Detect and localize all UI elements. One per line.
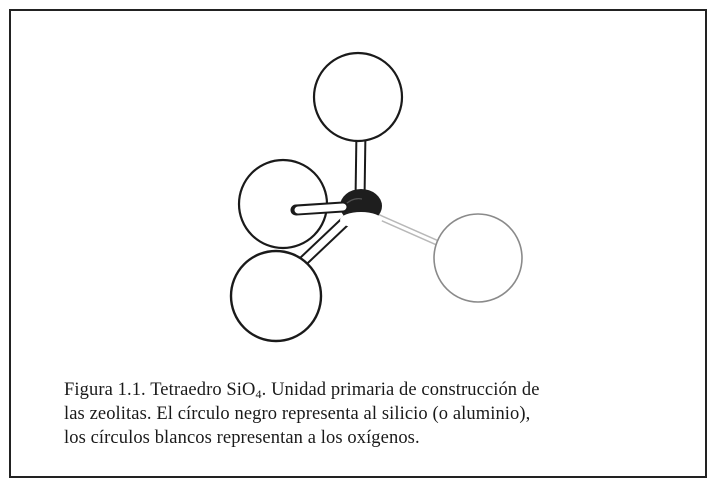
bond-left [290, 201, 349, 216]
caption-line-1-text: . Unidad primaria de construcción de [261, 380, 540, 400]
figure-caption: Figura 1.1. Tetraedro SiO4. Unidad prima… [64, 378, 704, 450]
oxygen-atom-lower-left [229, 249, 323, 343]
caption-line-1: Figura 1.1. Tetraedro SiO4. Unidad prima… [64, 378, 704, 402]
caption-formula: Tetraedro SiO [150, 380, 256, 400]
caption-formula-subscript: 4 [255, 387, 262, 401]
bond-right [370, 211, 442, 247]
caption-line-3: los círculos blancos representan a los o… [64, 428, 420, 448]
caption-label: Figura 1.1. [64, 380, 146, 400]
oxygen-atom-right [433, 213, 523, 303]
caption-line-2: las zeolitas. El círculo negro represent… [64, 404, 531, 424]
oxygen-atom-top [312, 51, 404, 143]
